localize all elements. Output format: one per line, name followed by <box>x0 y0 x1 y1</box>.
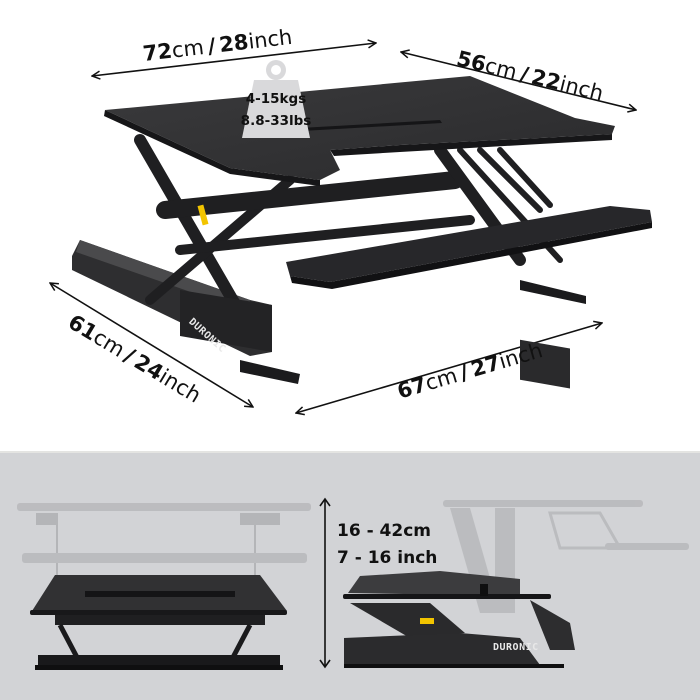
brand-logo-side: DURONIC <box>493 642 539 653</box>
main-product-view: 4-15kgs 8.8-33lbs 72cm/28inch 56cm/22inc… <box>0 0 652 451</box>
dimension-arrow-base-depth <box>50 283 253 407</box>
load-capacity-metric: 4-15kgs <box>245 91 307 107</box>
load-capacity-badge: 4-15kgs 8.8-33lbs <box>236 58 316 138</box>
dimension-arrow-base-width <box>296 323 602 413</box>
keyboard-tray <box>286 206 652 289</box>
dimension-arrow-top-depth <box>401 52 636 110</box>
device-slot <box>300 120 442 131</box>
desk-illustration <box>0 0 652 451</box>
load-capacity-imperial: 8.8-33lbs <box>240 113 312 129</box>
scissor-mechanism <box>134 134 563 336</box>
desk-top-surface <box>104 76 615 186</box>
height-range-metric: 16 - 42cm <box>337 521 431 541</box>
front-view-raised-ghost <box>17 503 311 583</box>
weight-icon <box>242 60 310 138</box>
warning-label <box>197 204 209 226</box>
base-end-cap <box>180 290 272 352</box>
height-range-arrow <box>319 497 331 669</box>
height-views-illustration <box>17 497 689 670</box>
dimension-arrow-top-width <box>92 43 376 76</box>
front-view-lowered <box>30 575 287 670</box>
height-range-imperial: 7 - 16 inch <box>337 548 438 568</box>
side-view-lowered <box>343 571 575 668</box>
height-range-panel: 16 - 42cm 7 - 16 inch DURONIC <box>0 451 700 700</box>
warning-label-side <box>420 618 434 624</box>
